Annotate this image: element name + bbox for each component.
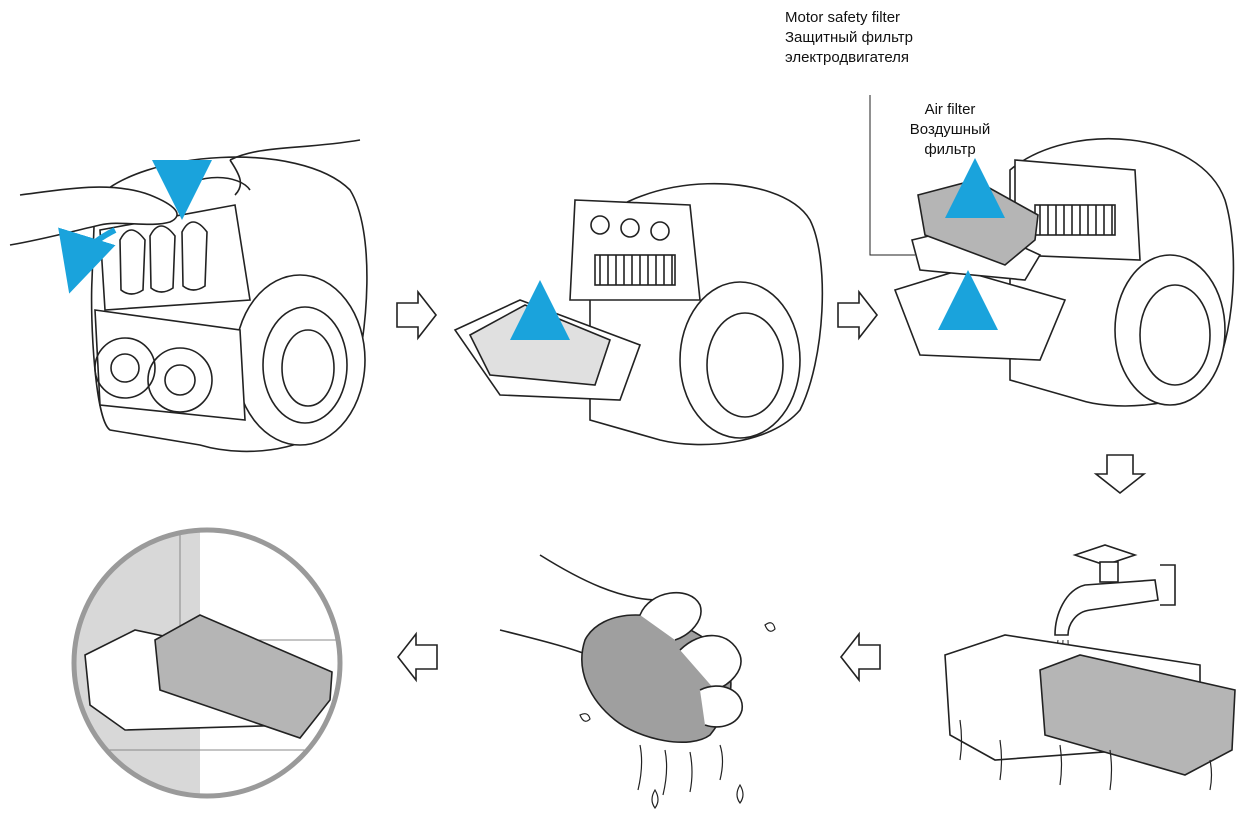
step-arrow-down	[1093, 454, 1147, 495]
air-filter-label-en: Air filter	[924, 101, 976, 118]
step-rinse-illustration	[944, 544, 1236, 791]
step-arrow-right-2	[837, 289, 879, 341]
step1-blue-arrows	[58, 160, 212, 294]
step-arrow-left-1	[839, 631, 881, 683]
step-arrow-right-1	[396, 289, 438, 341]
step-dry-in-shade-illustration	[71, 527, 343, 799]
air-filter-label-ru-1: Воздушный	[909, 121, 991, 138]
motor-safety-filter-label-ru-1: Защитный фильтр	[785, 29, 913, 46]
motor-safety-filter-label-ru-2: электродвигателя	[785, 49, 910, 66]
step-arrow-left-2	[396, 631, 438, 683]
step-remove-air-filter-illustration	[453, 182, 824, 446]
step-open-cover-illustration	[9, 139, 368, 453]
step3-blue-arrows	[938, 158, 1005, 330]
motor-safety-filter-label: Motor safety filter Защитный фильтр элек…	[785, 8, 913, 68]
step-squeeze-illustration	[499, 554, 776, 810]
air-filter-label-ru-2: фильтр	[924, 141, 976, 158]
air-filter-label: Air filter Воздушный фильтр	[880, 100, 1020, 160]
motor-safety-filter-label-en: Motor safety filter	[785, 9, 901, 26]
